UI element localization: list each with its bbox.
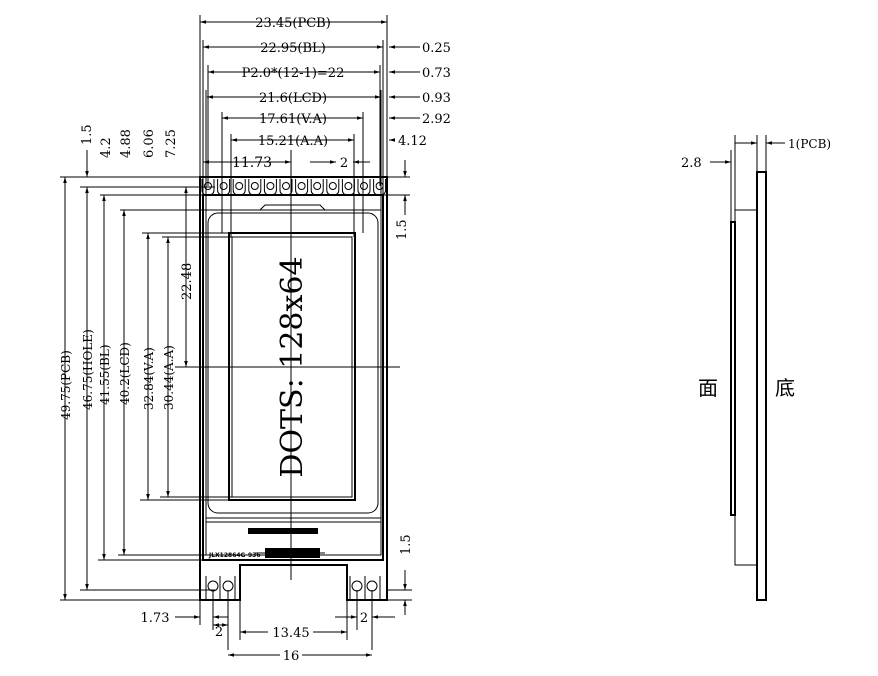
fpc-connector [265, 548, 320, 558]
bl-top-label: 4.2 [99, 137, 114, 158]
left-edge-label: 1.73 [141, 611, 170, 626]
mount-hole [222, 580, 234, 592]
pin-outline [279, 179, 293, 196]
pin-pad [313, 182, 322, 190]
side-pcb [756, 171, 767, 601]
pin-pad [282, 182, 290, 190]
pin-offset-label: 0.73 [422, 66, 451, 81]
pin-outline [263, 179, 277, 196]
hole-height-label: 46.75(HOLE) [81, 329, 95, 410]
bottom-hole-label: 1.5 [399, 534, 414, 555]
va-width-label: 17.61(V.A) [259, 112, 327, 127]
back-label: 底 [775, 376, 795, 400]
lcd-top-label: 4.88 [119, 129, 134, 158]
side-view: 1(PCB) 2.8 面 底 [681, 135, 831, 601]
pin-pad [297, 182, 306, 190]
screen-text: DOTS: 128x64 [275, 256, 310, 477]
va-top-label: 6.06 [142, 129, 157, 158]
side-glass [730, 221, 736, 516]
pin-outline [341, 179, 355, 196]
hole-span-label: 16 [283, 649, 300, 664]
top-dimension-lines [200, 20, 420, 164]
va-offset-label: 2.92 [422, 112, 451, 127]
glass-area [207, 212, 379, 514]
pin-pad [375, 182, 384, 190]
lcd-width-label: 21.6(LCD) [259, 91, 327, 106]
pin-outline [232, 179, 246, 196]
bl-height-label: 41.55(BL) [98, 344, 112, 405]
pin-outline [310, 179, 324, 196]
aa-top-label: 7.25 [164, 129, 179, 158]
viewing-area [228, 232, 356, 501]
bl-width-label: 22.95(BL) [260, 41, 326, 56]
center-offset-label: 11.73 [232, 155, 272, 171]
fpc-connector [248, 528, 318, 534]
top-dimension-labels: 23.45(PCB) 22.95(BL) 0.25 P2.0*(12-1)=22… [232, 16, 451, 171]
pin-pad [328, 182, 337, 190]
mount-hole [207, 580, 219, 592]
pcb-height-label: 49.75(PCB) [59, 350, 73, 420]
mount-hole [351, 580, 363, 592]
aa-offset-label: 4.12 [398, 134, 427, 149]
lcd-offset-label: 0.93 [422, 91, 451, 106]
pin-outline [248, 179, 262, 196]
bottom-dimension-labels: 1.73 2 13.45 16 2 [141, 611, 369, 664]
aa-width-label: 15.21(A.A) [258, 134, 328, 149]
pin-outline [326, 179, 340, 196]
model-label: JLX12864G-936 [208, 552, 261, 559]
pin-outline [295, 179, 309, 196]
left-dimension-labels: 1.5 4.2 4.88 6.06 7.25 22.48 49.75(PCB) … [59, 124, 195, 420]
backlight-outline [202, 194, 384, 561]
lcd-height-label: 40.2(LCD) [118, 342, 132, 405]
pin-gap-label: 2 [340, 156, 348, 171]
pin-pad [204, 182, 212, 190]
pin-pad [266, 182, 275, 190]
right-gap-label: 2 [360, 611, 368, 626]
pin-outline [217, 179, 231, 196]
pin-outline [357, 179, 371, 196]
hole-top-label: 1.5 [80, 124, 95, 145]
bl-offset-label: 0.25 [422, 41, 451, 56]
pin-row [201, 179, 387, 196]
active-area [231, 236, 353, 498]
total-thickness-label: 2.8 [681, 156, 702, 171]
pin-pad [344, 182, 353, 190]
left-gap-label: 2 [215, 625, 223, 640]
notch-width-label: 13.45 [272, 626, 309, 641]
pin-pad [235, 182, 244, 190]
aa-height-label: 30.44(A.A) [162, 345, 176, 410]
pin-pitch-label: P2.0*(12-1)=22 [242, 66, 345, 81]
pin-pad [360, 182, 368, 190]
front-label: 面 [698, 376, 718, 400]
va-height-label: 32.84(V.A) [142, 347, 156, 410]
pin-pad [250, 182, 259, 190]
mount-hole [366, 580, 378, 592]
side-lcd [734, 209, 758, 566]
pin-pad [219, 182, 228, 190]
pcb-width-label: 23.45(PCB) [255, 16, 331, 31]
lcd-panel: JLX12864G-936 DOTS: 128x64 [202, 194, 384, 561]
pcb-thickness-label: 1(PCB) [788, 137, 831, 151]
left-dimension-lines [63, 150, 188, 600]
top-pin-height-label: 1.5 [395, 219, 410, 240]
center-height-label: 22.48 [180, 263, 195, 300]
